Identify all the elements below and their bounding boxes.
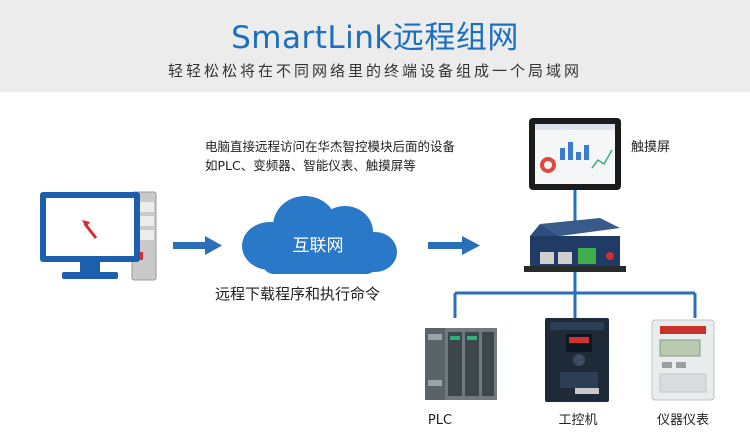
touchscreen-icon: [529, 118, 621, 190]
command-label: 远程下载程序和执行命令: [215, 285, 381, 303]
plc-label: PLC: [428, 413, 452, 428]
touchscreen-label: 触摸屏: [631, 140, 670, 155]
page-title: SmartLink远程组网: [231, 20, 519, 56]
header-band: [0, 0, 750, 92]
description-text: 电脑直接远程访问在华杰智控模块后面的设备如PLC、变频器、智能仪表、触摸屏等: [205, 139, 456, 173]
meter-label: 仪器仪表: [657, 413, 709, 428]
gateway-module-icon: [524, 218, 626, 272]
internet-cloud-icon: [242, 196, 397, 274]
page-subtitle: 轻轻松松将在不同网络里的终端设备组成一个局域网: [167, 62, 582, 80]
industrial-pc-label: 工控机: [558, 413, 597, 428]
cloud-label: 互联网: [293, 236, 344, 256]
plc-icon: [425, 328, 497, 400]
computer-icon: [40, 191, 157, 281]
arrow-computer-to-cloud: [173, 236, 222, 255]
link-distribution: [453, 272, 697, 318]
meter-icon: [651, 319, 715, 401]
arrow-cloud-to-gateway: [428, 236, 480, 255]
industrial-pc-icon: [545, 318, 609, 402]
